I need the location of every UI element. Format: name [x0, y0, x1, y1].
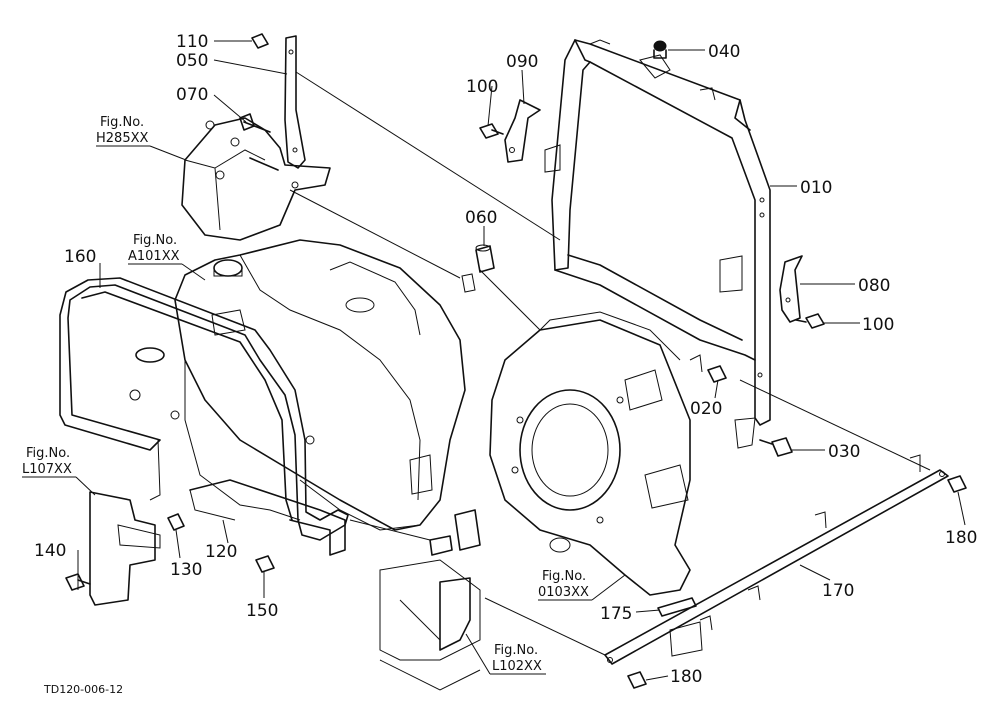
- svg-text:Fig.No.: Fig.No.: [542, 569, 586, 584]
- bracket-080: [779, 255, 803, 323]
- label-130: 130: [170, 560, 202, 580]
- svg-text:Fig.No.: Fig.No.: [494, 643, 538, 658]
- support-bracket-120: [189, 479, 346, 556]
- collar-small: [461, 273, 476, 293]
- bolt-030: [759, 437, 793, 457]
- stay-050: [284, 35, 306, 169]
- svg-text:Fig.No.: Fig.No.: [133, 233, 177, 248]
- svg-text:Fig.No.: Fig.No.: [100, 115, 144, 130]
- radiator-frame: [544, 39, 771, 449]
- label-020: 020: [690, 399, 722, 419]
- label-060: 060: [465, 208, 497, 228]
- svg-text:0103XX: 0103XX: [538, 585, 589, 600]
- stud-070: [239, 113, 279, 171]
- stay-170: [604, 454, 949, 665]
- label-070: 070: [176, 85, 208, 105]
- flywheel-housing: [489, 311, 691, 596]
- engine-mount-bracket: [181, 117, 331, 241]
- label-080: 080: [858, 276, 890, 296]
- side-plate: [89, 491, 161, 606]
- svg-text:A101XX: A101XX: [128, 249, 180, 264]
- fig-ref-h285: Fig.No. H285XX: [96, 115, 187, 161]
- fig-ref-l107: Fig.No. L107XX: [22, 446, 96, 496]
- drawing-code: TD120-006-12: [43, 683, 123, 696]
- svg-text:L107XX: L107XX: [22, 462, 72, 477]
- label-100-lower: 100: [862, 315, 894, 335]
- label-030: 030: [828, 442, 860, 462]
- label-100-upper: 100: [466, 77, 498, 97]
- label-010: 010: [800, 178, 832, 198]
- svg-text:Fig.No.: Fig.No.: [26, 446, 70, 461]
- figure-references: Fig.No. H285XX Fig.No. A101XX Fig.No. L1…: [22, 115, 626, 675]
- bolt-180-right: [947, 475, 967, 493]
- lower-frame-assembly: [379, 509, 481, 691]
- leader-lines: [77, 40, 966, 681]
- fuel-tank: [174, 239, 466, 531]
- label-170: 170: [822, 581, 854, 601]
- fig-ref-l102: Fig.No. L102XX: [465, 633, 546, 675]
- cap-040: [653, 40, 667, 59]
- bolt-110: [251, 33, 269, 49]
- collar-060: [475, 244, 495, 273]
- label-120: 120: [205, 542, 237, 562]
- plate-175: [657, 597, 697, 617]
- label-040: 040: [708, 42, 740, 62]
- bolt-020: [707, 365, 727, 383]
- bracket-090: [504, 99, 541, 163]
- label-110: 110: [176, 32, 208, 52]
- bolt-130: [167, 513, 185, 531]
- label-050: 050: [176, 51, 208, 71]
- bolt-140: [65, 573, 91, 591]
- bolt-100-lower: [795, 313, 825, 329]
- bolt-150: [255, 555, 275, 573]
- svg-text:H285XX: H285XX: [96, 131, 148, 146]
- fig-ref-a101: Fig.No. A101XX: [128, 233, 206, 281]
- label-150: 150: [246, 601, 278, 621]
- fig-ref-o103: Fig.No. 0103XX: [538, 569, 626, 601]
- label-180-right: 180: [945, 528, 977, 548]
- label-175: 175: [600, 604, 632, 624]
- label-180-bottom: 180: [670, 667, 702, 687]
- label-140: 140: [34, 541, 66, 561]
- label-160: 160: [64, 247, 96, 267]
- tank-cover-160: [59, 277, 349, 541]
- label-090: 090: [506, 52, 538, 72]
- bolt-180-bottom: [627, 671, 647, 689]
- bolt-100-upper: [479, 123, 504, 139]
- svg-text:L102XX: L102XX: [492, 659, 542, 674]
- part-labels: 010 020 030 040 050 060 070 080 090 100 …: [34, 32, 977, 687]
